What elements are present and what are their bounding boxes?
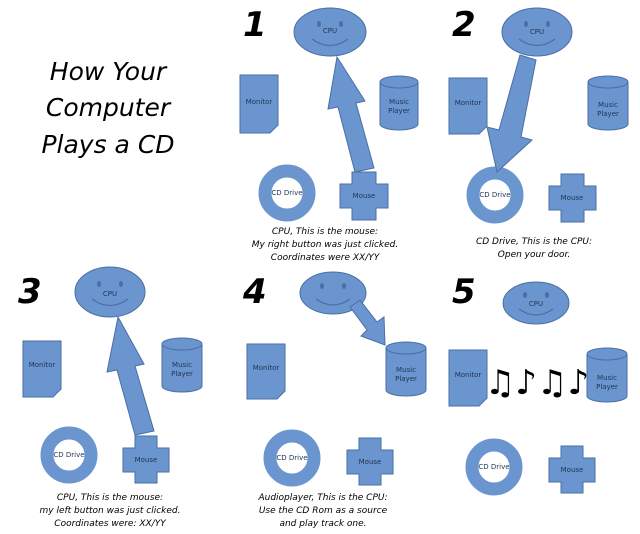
mouse-icon: Mouse bbox=[339, 171, 389, 221]
svg-text:my left button was just clicke: my left button was just clicked. bbox=[39, 506, 180, 516]
mouse-label: Mouse bbox=[561, 466, 584, 474]
arrow-mouse-to-cpu bbox=[327, 55, 375, 173]
monitor-label: Monitor bbox=[253, 364, 280, 372]
cd-drive-icon: CD Drive bbox=[263, 429, 321, 487]
mouse-label: Mouse bbox=[561, 194, 584, 202]
panel-step-1: 1 CPU Monitor Music Player CD Drive bbox=[239, 5, 419, 263]
title-line-2: Computer bbox=[46, 93, 172, 122]
cpu-face-icon: CPU bbox=[74, 266, 146, 318]
svg-text:My right button was just click: My right button was just clicked. bbox=[252, 240, 398, 250]
cd-drive-label: CD Drive bbox=[276, 454, 307, 462]
step-caption: CPU, This is the mouse: My right button … bbox=[252, 227, 398, 263]
title-line-1: How Your bbox=[50, 57, 168, 86]
cd-drive-label: CD Drive bbox=[271, 189, 302, 197]
step-number: 1 bbox=[243, 5, 267, 45]
mouse-label: Mouse bbox=[353, 192, 376, 200]
mouse-icon: Mouse bbox=[548, 445, 596, 494]
cpu-label: CPU bbox=[529, 300, 543, 308]
cpu-label: CPU bbox=[323, 27, 337, 35]
step-caption: CPU, This is the mouse: my left button w… bbox=[39, 493, 180, 529]
mouse-icon: Mouse bbox=[548, 173, 597, 223]
svg-text:Open your door.: Open your door. bbox=[498, 250, 570, 260]
music-player-icon: Music Player bbox=[379, 75, 419, 131]
title-line-3: Plays a CD bbox=[41, 130, 174, 159]
arrow-cpu-to-cd-drive bbox=[486, 54, 537, 173]
svg-text:and play track one.: and play track one. bbox=[279, 519, 366, 529]
music-player-icon: Music Player bbox=[586, 347, 628, 403]
music-player-label-2: Player bbox=[395, 375, 417, 383]
arrow-cpu-to-music-player bbox=[349, 299, 386, 346]
panel-step-3: 3 CPU Monitor Music Player CD Drive Mous… bbox=[18, 266, 203, 529]
monitor-icon: Monitor bbox=[246, 343, 286, 400]
svg-text:Coordinates were XX/YY: Coordinates were XX/YY bbox=[271, 253, 381, 263]
music-player-label-1: Music bbox=[396, 366, 416, 374]
cpu-label: CPU bbox=[530, 28, 544, 36]
mouse-label: Mouse bbox=[359, 458, 382, 466]
cd-drive-label: CD Drive bbox=[53, 451, 84, 459]
cd-drive-icon: CD Drive bbox=[466, 166, 524, 224]
cd-drive-label: CD Drive bbox=[478, 463, 509, 471]
music-player-label-1: Music bbox=[598, 101, 618, 109]
step-number: 4 bbox=[242, 272, 267, 312]
monitor-icon: Monitor bbox=[448, 349, 488, 407]
music-notes-icon: ♫♪♫♪ bbox=[485, 363, 589, 403]
music-player-label-2: Player bbox=[596, 383, 618, 391]
music-player-label-1: Music bbox=[597, 374, 617, 382]
cd-drive-icon: CD Drive bbox=[465, 438, 523, 496]
svg-text:Use the CD Rom as a source: Use the CD Rom as a source bbox=[259, 506, 388, 516]
svg-text:Audioplayer, This is the CPU:: Audioplayer, This is the CPU: bbox=[257, 493, 387, 503]
mouse-icon: Mouse bbox=[346, 437, 394, 486]
monitor-label: Monitor bbox=[455, 99, 482, 107]
step-number: 5 bbox=[452, 272, 476, 312]
cpu-label: CPU bbox=[103, 290, 117, 298]
panel-step-5: 5 CPU Monitor ♫♪♫♪ Music Player CD Drive… bbox=[448, 272, 628, 496]
music-player-icon: Music Player bbox=[587, 75, 629, 131]
svg-text:CPU, This is the mouse:: CPU, This is the mouse: bbox=[272, 227, 378, 237]
cd-drive-icon: CD Drive bbox=[258, 164, 316, 222]
music-player-label-2: Player bbox=[388, 107, 410, 115]
step-number: 3 bbox=[18, 272, 42, 312]
mouse-label: Mouse bbox=[135, 456, 158, 464]
cpu-face-icon bbox=[299, 271, 367, 315]
cpu-face-icon: CPU bbox=[502, 281, 570, 325]
monitor-icon: Monitor bbox=[22, 340, 62, 398]
arrow-mouse-to-cpu bbox=[106, 315, 155, 436]
music-player-label-2: Player bbox=[171, 370, 193, 378]
mouse-icon: Mouse bbox=[122, 435, 170, 484]
svg-text:CPU, This is the mouse:: CPU, This is the mouse: bbox=[57, 493, 163, 503]
monitor-label: Monitor bbox=[455, 371, 482, 379]
music-player-label-2: Player bbox=[597, 110, 619, 118]
music-player-icon: Music Player bbox=[161, 337, 203, 393]
monitor-icon: Monitor bbox=[239, 74, 279, 134]
cd-drive-label: CD Drive bbox=[479, 191, 510, 199]
diagram-title: How Your Computer Plays a CD bbox=[41, 57, 174, 159]
cpu-face-icon: CPU bbox=[501, 7, 573, 57]
cpu-face-icon: CPU bbox=[293, 7, 367, 57]
step-number: 2 bbox=[452, 5, 476, 45]
panel-step-4: 4 Monitor Music Player CD Drive Mouse bbox=[242, 271, 427, 529]
cd-drive-icon: CD Drive bbox=[40, 426, 98, 484]
panel-step-2: 2 CPU Monitor Music Player CD Drive Mous… bbox=[448, 5, 629, 260]
monitor-label: Monitor bbox=[29, 361, 56, 369]
svg-text:CD Drive, This is the CPU:: CD Drive, This is the CPU: bbox=[476, 237, 592, 247]
music-player-label-1: Music bbox=[389, 98, 409, 106]
svg-text:Coordinates were: XX/YY: Coordinates were: XX/YY bbox=[54, 519, 167, 529]
music-player-label-1: Music bbox=[172, 361, 192, 369]
music-player-icon: Music Player bbox=[385, 341, 427, 397]
monitor-label: Monitor bbox=[246, 98, 273, 106]
monitor-icon: Monitor bbox=[448, 77, 488, 135]
step-caption: CD Drive, This is the CPU: Open your doo… bbox=[476, 237, 592, 260]
step-caption: Audioplayer, This is the CPU: Use the CD… bbox=[257, 493, 387, 529]
